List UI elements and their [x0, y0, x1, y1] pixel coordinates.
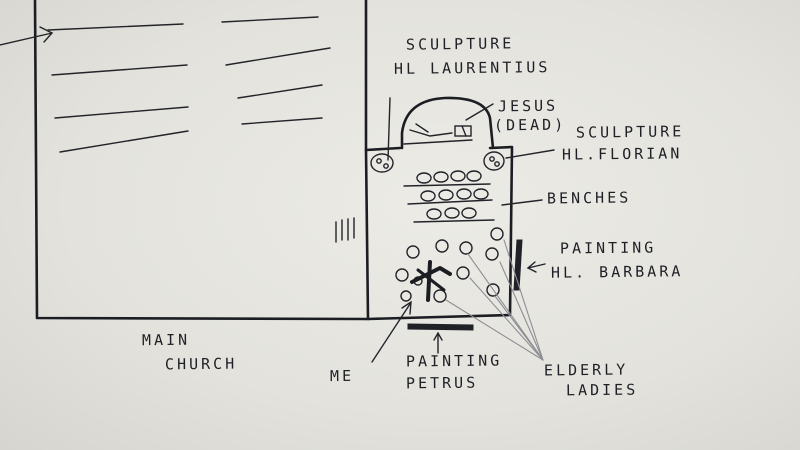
jesus-altar-icon [403, 123, 473, 145]
elderly-ladies-pointer-lines [445, 239, 544, 361]
label-sculpture-florian-line1: SCULPTURE [575, 122, 685, 142]
benches-pointer [501, 199, 543, 206]
painting-petrus-icon [407, 323, 474, 331]
label-painting-petrus-line2: PETRUS [405, 373, 479, 393]
entry-arrow [0, 26, 54, 46]
label-painting-petrus-line1: PAINTING [405, 351, 503, 371]
door-marks [335, 217, 355, 243]
label-main-church-line1: MAIN [141, 330, 191, 350]
main-church-outline [33, 0, 370, 321]
sculpture-florian-icon [483, 151, 505, 171]
label-painting-barbara-line2: HL. BARBARA [550, 262, 684, 282]
benches-icon [403, 170, 495, 223]
label-benches: BENCHES [546, 188, 632, 208]
label-painting-barbara-line1: PAINTING [559, 238, 657, 258]
me-figure-icon [410, 260, 452, 302]
main-church-lines-right [221, 16, 331, 125]
label-me: ME [329, 366, 355, 386]
label-jesus-line1: JESUS [497, 96, 559, 116]
jesus-pointer [465, 103, 494, 121]
florian-pointer [505, 149, 555, 159]
label-sculpture-laurentius-line1: SCULPTURE [405, 34, 515, 54]
elderly-ladies-icons [395, 227, 504, 303]
label-elderly-ladies-line2: LADIES [565, 380, 639, 400]
laurentius-pointer [387, 97, 391, 161]
label-sculpture-florian-line2: HL.FLORIAN [561, 144, 683, 164]
barbara-pointer [527, 263, 546, 269]
label-jesus-line2: (DEAD) [493, 115, 567, 135]
label-elderly-ladies-line1: ELDERLY [543, 360, 629, 380]
main-church-lines-left [47, 23, 189, 153]
sculpture-laurentius-icon [370, 153, 394, 173]
me-pointer [371, 303, 411, 363]
chapel-outline [364, 96, 514, 321]
label-main-church-line2: CHURCH [164, 354, 238, 374]
label-sculpture-laurentius-line2: HL LAURENTIUS [393, 58, 551, 78]
